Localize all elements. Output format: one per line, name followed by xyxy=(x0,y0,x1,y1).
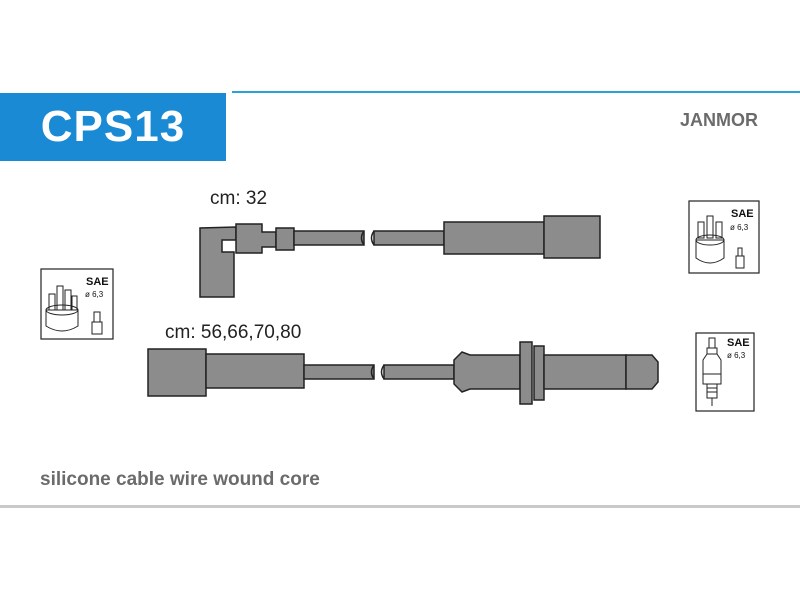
angled-boot-collar xyxy=(235,223,277,254)
cable-length-label-short: cm: 32 xyxy=(210,188,268,209)
wire-segment xyxy=(303,364,375,380)
cable-short xyxy=(199,215,601,298)
connector-standard: SAE xyxy=(727,337,750,349)
distributor-cap-connector-icon: SAE ø 6,3 xyxy=(40,268,114,340)
header-divider-line xyxy=(232,91,800,93)
cable-long xyxy=(147,341,659,405)
footer-divider-line xyxy=(0,505,800,508)
wire-break-marks xyxy=(360,230,375,246)
connector-diameter: ø 6,3 xyxy=(727,351,746,360)
connector-diameter: ø 6,3 xyxy=(85,290,104,299)
spark-plug-boot-rib xyxy=(533,345,545,401)
product-code: CPS13 xyxy=(40,102,186,151)
connector-standard: SAE xyxy=(86,276,109,288)
wire-segment xyxy=(293,230,365,246)
connector-standard: SAE xyxy=(731,208,754,220)
product-code-badge: CPS13 xyxy=(0,93,226,161)
spark-plug-boot-body xyxy=(543,354,627,390)
straight-boot-body xyxy=(205,353,305,389)
straight-boot-body xyxy=(443,221,545,255)
wire-break-marks xyxy=(370,364,385,380)
product-description: silicone cable wire wound core xyxy=(40,469,320,490)
straight-boot-tip xyxy=(147,348,207,397)
cable-length-label-long: cm: 56,66,70,80 xyxy=(165,322,302,343)
spark-plug-boot-tip xyxy=(625,354,659,390)
spark-plug-connector-icon: SAE ø 6,3 xyxy=(695,332,755,412)
straight-boot-tip xyxy=(543,215,601,259)
angled-boot xyxy=(199,226,237,298)
spark-plug-boot-rib xyxy=(519,341,533,405)
wire-segment xyxy=(373,230,445,246)
boot-ferrule xyxy=(275,227,295,251)
connector-diameter: ø 6,3 xyxy=(730,223,749,232)
spark-plug-boot-taper xyxy=(453,351,521,393)
wire-segment xyxy=(383,364,455,380)
brand-name: JANMOR xyxy=(680,110,759,130)
distributor-cap-connector-icon: SAE ø 6,3 xyxy=(688,200,760,274)
